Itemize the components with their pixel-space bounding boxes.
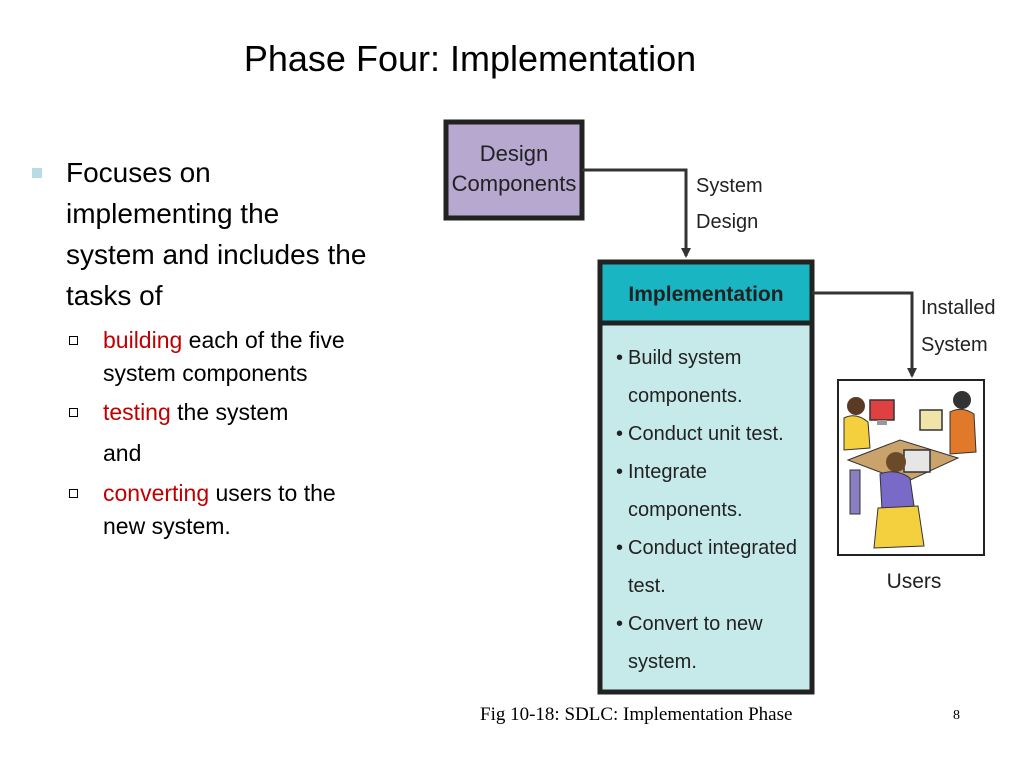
users-label: Users	[887, 570, 942, 593]
monitor-icon	[869, 399, 895, 421]
highlight-testing: testing	[103, 399, 171, 425]
sub-bullet-text: the system	[170, 399, 289, 425]
task-line: Conduct unit test.	[628, 423, 784, 445]
monitor-icon	[903, 449, 931, 473]
task-line: components.	[628, 499, 743, 521]
hollow-square-bullet-icon	[69, 408, 78, 417]
design-components-box: Design Components	[443, 119, 585, 221]
task-bullet-dot: •	[616, 347, 623, 369]
hollow-square-bullet-icon	[69, 489, 78, 498]
sub-bullet-text: users to the new system.	[103, 480, 336, 539]
system-design-label-2: Design	[696, 211, 758, 233]
figure-caption: Fig 10-18: SDLC: Implementation Phase	[480, 704, 793, 725]
implementation-header-text: Implementation	[628, 283, 783, 306]
task-bullet-dot: •	[616, 613, 623, 635]
task-line: test.	[628, 575, 666, 597]
sub-bullet-building: building each of the five system compone…	[69, 324, 368, 390]
design-box-line-1: Design	[480, 141, 548, 166]
page-number: 8	[953, 708, 960, 723]
task-line: Convert to new	[628, 613, 763, 635]
design-box-line-2: Components	[452, 171, 577, 196]
bullet-list: Focuses on implementing the system and i…	[28, 152, 368, 549]
monitor-icon	[919, 409, 943, 431]
task-line: Integrate	[628, 461, 707, 483]
task-bullet-dot: •	[616, 537, 623, 559]
installed-system-label-1: Installed	[921, 297, 996, 319]
main-bullet-text: Focuses on implementing the system and i…	[66, 157, 367, 311]
main-bullet: Focuses on implementing the system and i…	[28, 152, 368, 316]
task-bullet-dot: •	[616, 423, 623, 445]
sub-bullet-continuation: and	[103, 440, 142, 466]
highlight-converting: converting	[103, 480, 210, 506]
implementation-phase-diagram: Design Components System Design Implemen…	[443, 119, 996, 695]
implementation-to-users-arrow	[812, 291, 917, 378]
users-illustration	[837, 379, 985, 556]
task-line: Build system	[628, 347, 741, 369]
task-line: Conduct integrated	[628, 537, 797, 559]
hollow-square-bullet-icon	[69, 336, 78, 345]
task-bullet-dot: •	[616, 461, 623, 483]
sub-bullet-list: building each of the five system compone…	[28, 324, 368, 543]
design-to-implementation-arrow	[582, 168, 691, 258]
person-icon	[886, 452, 906, 472]
highlight-building: building	[103, 327, 183, 353]
implementation-box: Implementation	[597, 259, 815, 695]
square-bullet-icon	[32, 168, 42, 178]
implementation-header	[597, 259, 815, 326]
system-design-label-1: System	[696, 175, 763, 197]
task-line: components.	[628, 385, 743, 407]
task-line: system.	[628, 651, 697, 673]
person-icon	[847, 397, 865, 415]
person-icon	[953, 391, 971, 409]
sub-bullet-converting: converting users to the new system.	[69, 477, 368, 543]
slide-title: Phase Four: Implementation	[243, 38, 697, 79]
sub-bullet-text: each of the five system components	[103, 327, 345, 386]
installed-system-label-2: System	[921, 334, 988, 356]
sub-bullet-testing: testing the system and	[69, 396, 368, 471]
